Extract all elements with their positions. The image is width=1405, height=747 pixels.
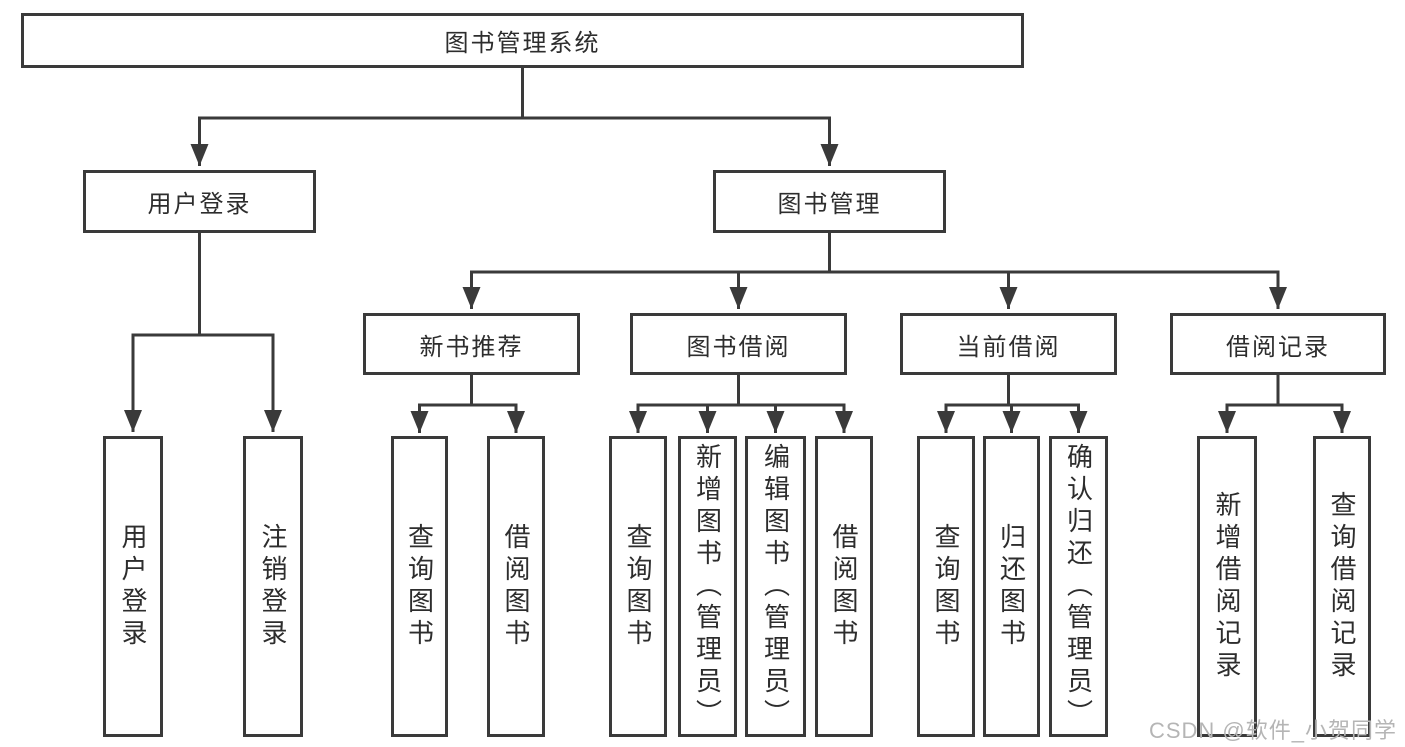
leaf-borrowing-query-books: 查询图书 [609, 436, 667, 737]
node-library-system: 图书管理系统 [21, 13, 1024, 68]
node-new-book-recommendation: 新书推荐 [363, 313, 580, 375]
node-current-borrowing-label: 当前借阅 [956, 333, 1061, 361]
leaf-current-query-books-label: 查询图书 [931, 522, 961, 651]
node-borrowing-records: 借阅记录 [1170, 313, 1386, 375]
leaf-borrowing-borrow-books-label: 借阅图书 [829, 522, 859, 651]
leaf-recommend-query-books: 查询图书 [391, 436, 448, 737]
leaf-recommend-query-books-label: 查询图书 [404, 522, 435, 651]
node-current-borrowing: 当前借阅 [900, 313, 1117, 375]
leaf-recommend-borrow-books-label: 借阅图书 [501, 522, 531, 651]
node-book-borrowing: 图书借阅 [630, 313, 847, 375]
leaf-confirm-return-admin-label: 确认归还（管理员） [1063, 442, 1094, 731]
node-book-management: 图书管理 [713, 170, 946, 233]
node-new-book-recommendation-label: 新书推荐 [419, 333, 524, 361]
leaf-edit-books-admin: 编辑图书（管理员） [745, 436, 806, 737]
leaf-borrowing-query-books-label: 查询图书 [623, 522, 653, 651]
leaf-logout: 注销登录 [243, 436, 303, 737]
leaf-user-login-label: 用户登录 [118, 522, 148, 651]
leaf-query-borrow-record: 查询借阅记录 [1313, 436, 1371, 737]
leaf-current-query-books: 查询图书 [917, 436, 975, 737]
leaf-return-books: 归还图书 [983, 436, 1040, 737]
node-borrowing-records-label: 借阅记录 [1226, 333, 1330, 361]
leaf-return-books-label: 归还图书 [996, 522, 1027, 651]
leaf-logout-label: 注销登录 [258, 522, 288, 651]
leaf-add-borrow-record: 新增借阅记录 [1197, 436, 1257, 737]
leaf-recommend-borrow-books: 借阅图书 [487, 436, 545, 737]
node-book-borrowing-label: 图书借阅 [686, 333, 791, 361]
node-library-system-label: 图书管理系统 [444, 30, 601, 57]
leaf-add-books-admin-label: 新增图书（管理员） [692, 442, 723, 731]
leaf-add-borrow-record-label: 新增借阅记录 [1212, 490, 1242, 683]
leaf-query-borrow-record-label: 查询借阅记录 [1327, 490, 1357, 683]
leaf-edit-books-admin-label: 编辑图书（管理员） [760, 442, 791, 731]
leaf-add-books-admin: 新增图书（管理员） [678, 436, 737, 737]
node-user-login: 用户登录 [83, 170, 316, 233]
leaf-confirm-return-admin: 确认归还（管理员） [1049, 436, 1108, 737]
node-user-login-label: 用户登录 [147, 191, 252, 218]
leaf-user-login: 用户登录 [103, 436, 163, 737]
node-book-management-label: 图书管理 [777, 191, 882, 218]
leaf-borrowing-borrow-books: 借阅图书 [815, 436, 873, 737]
